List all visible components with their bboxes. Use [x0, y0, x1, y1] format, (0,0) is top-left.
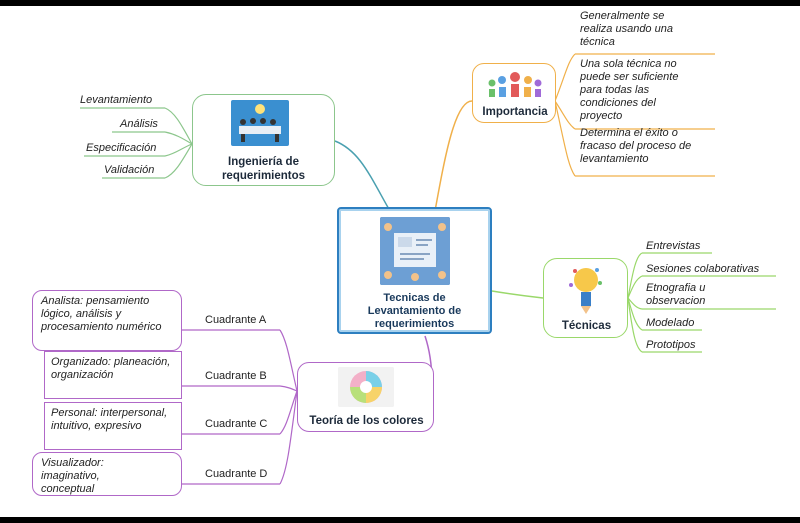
meeting-icon [231, 100, 289, 146]
importancia-note-1: Generalmente se realiza usando una técni… [580, 10, 673, 48]
cuadrante-a-label[interactable]: Cuadrante A [205, 314, 267, 326]
people-icon [485, 69, 545, 99]
team-meeting-illustration [380, 217, 450, 285]
tecnicas-item-entrevistas[interactable]: Entrevistas [646, 240, 701, 252]
tecnicas-item-prototipos[interactable]: Prototipos [646, 339, 696, 351]
cuadrante-b-note: Organizado: planeación, organización [44, 351, 182, 399]
ingenieria-title: Ingeniería de requerimientos [221, 156, 306, 182]
ingenieria-item-analisis[interactable]: Análisis [120, 118, 158, 130]
importancia-node[interactable]: Importancia [472, 63, 556, 123]
color-wheel-icon [338, 367, 394, 407]
cuadrante-a-note: Analista: pensamiento lógico, análisis y… [32, 290, 182, 351]
colores-node[interactable]: Teoría de los colores [297, 362, 434, 432]
cuadrante-c-label[interactable]: Cuadrante C [205, 418, 268, 430]
tecnicas-item-sesiones[interactable]: Sesiones colaborativas [646, 263, 760, 275]
central-node[interactable]: Tecnicas de Levantamiento de requerimien… [337, 207, 492, 334]
importancia-note-3: Determina el éxito o fracaso del proceso… [580, 127, 692, 165]
tecnicas-item-modelado[interactable]: Modelado [646, 317, 695, 329]
tecnicas-title: Técnicas [561, 320, 612, 332]
connector-lines [80, 53, 776, 485]
tecnicas-item-etnografia[interactable]: Etnografia u observacion [646, 282, 706, 307]
cuadrante-c-note: Personal: interpersonal, intuitivo, expr… [44, 402, 182, 450]
ingenieria-node[interactable]: Ingeniería de requerimientos [192, 94, 335, 186]
colores-title: Teoría de los colores [309, 415, 424, 427]
central-node-title: Tecnicas de Levantamiento de requerimien… [367, 292, 462, 330]
importancia-note-2: Una sola técnica no puede ser suficiente… [580, 58, 679, 122]
cuadrante-d-note: Visualizador: imaginativo, conceptual [32, 452, 182, 496]
ingenieria-item-levantamiento[interactable]: Levantamiento [80, 94, 153, 106]
ingenieria-item-especificacion[interactable]: Especificación [86, 142, 157, 154]
mind-map-canvas: Tecnicas de Levantamiento de requerimien… [0, 6, 800, 517]
importancia-title: Importancia [482, 106, 548, 118]
lightbulb-pencil-icon [567, 265, 605, 315]
cuadrante-d-label[interactable]: Cuadrante D [205, 468, 268, 480]
tecnicas-node[interactable]: Técnicas [543, 258, 628, 338]
cuadrante-b-label[interactable]: Cuadrante B [205, 370, 267, 382]
ingenieria-item-validacion[interactable]: Validación [104, 164, 155, 176]
